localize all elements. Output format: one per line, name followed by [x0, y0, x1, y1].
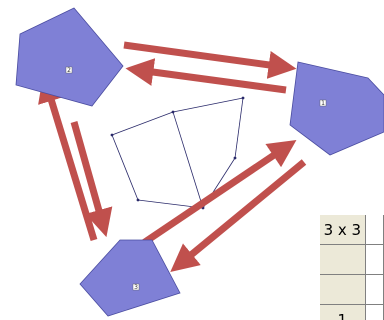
mesh-edge: [172, 111, 204, 209]
node-2: 2: [15, 7, 124, 107]
pentagon-node-1: [289, 61, 384, 156]
node-3: 3: [79, 239, 181, 317]
arrows: [38, 41, 307, 273]
arrow-2-to-1: [123, 41, 297, 79]
mesh-edge: [111, 134, 139, 201]
mesh-vertices: [110, 96, 245, 210]
arrow-3-to-1: [134, 139, 297, 251]
grid-cell[interactable]: [364, 244, 384, 275]
mesh-edge: [111, 111, 174, 136]
grid-row-header-cell[interactable]: [317, 244, 366, 275]
arrow-1-to-2: [125, 58, 287, 94]
arrow-1-to-3: [170, 159, 307, 273]
grid-row-header-cell[interactable]: [317, 274, 366, 305]
node-1-label: 1: [321, 100, 325, 107]
grid-table: 3 x 3 1: [317, 213, 384, 320]
node-1: 1: [289, 61, 384, 156]
grid-row: [317, 244, 384, 275]
mesh-edge: [234, 97, 244, 159]
grid-cell[interactable]: [364, 274, 384, 305]
pentagon-node-3: [79, 239, 181, 317]
grid-header-cell[interactable]: 3 x 3: [317, 213, 366, 245]
node-2-label-box: [65, 66, 73, 74]
node-1-label-box: [319, 99, 327, 107]
mesh-vertex: [136, 198, 140, 202]
mesh-vertex: [171, 110, 175, 114]
grid-row: 1: [317, 304, 384, 320]
grid-row-header-cell[interactable]: 1: [317, 304, 366, 320]
node-3-label-box: [132, 283, 140, 291]
node-2-label: 2: [67, 67, 71, 74]
arrow-3-to-2: [38, 73, 98, 242]
arrow-2-to-3: [70, 121, 113, 238]
mesh-vertex: [241, 96, 245, 100]
node-3-label: 3: [134, 284, 138, 291]
grid-row: [317, 274, 384, 305]
grid-cell[interactable]: [364, 304, 384, 320]
grid-cell[interactable]: [364, 213, 384, 245]
mesh-vertex: [110, 133, 114, 137]
mesh-vertex: [233, 156, 237, 160]
mesh-edge: [172, 97, 244, 113]
pentagon-node-2: [15, 7, 124, 107]
grid-row-header: 3 x 3: [317, 213, 384, 245]
